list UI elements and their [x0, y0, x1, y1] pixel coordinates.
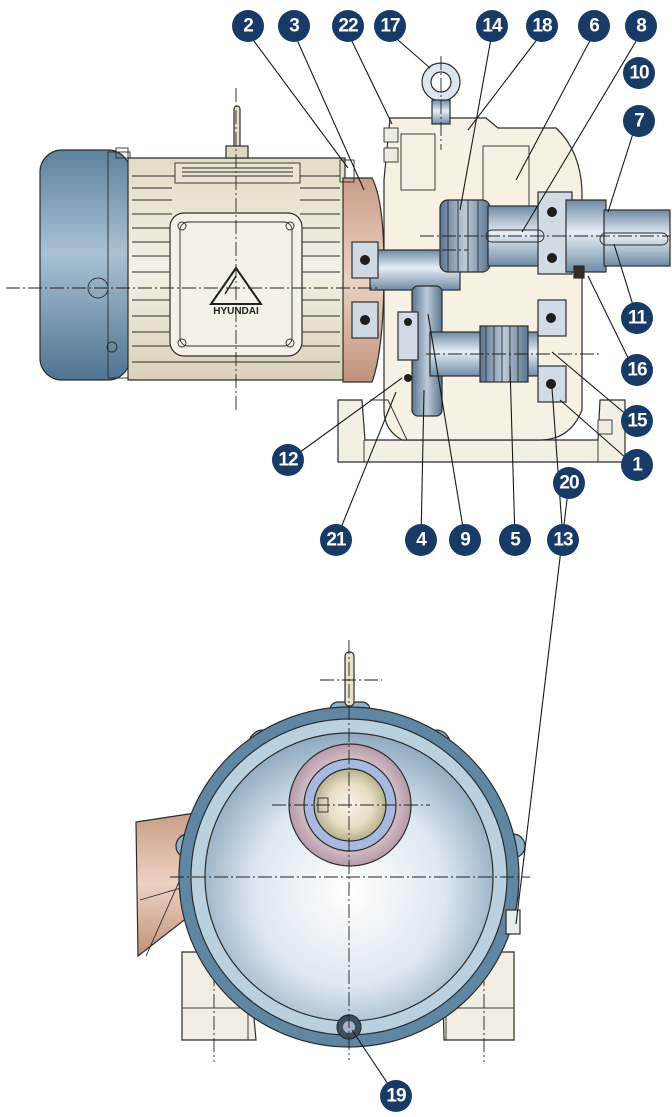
svg-text:12: 12	[278, 450, 298, 471]
callout-5: 5	[499, 524, 531, 556]
drain-plug-icon	[106, 341, 118, 353]
callout-2: 2	[232, 10, 264, 42]
svg-text:5: 5	[510, 530, 521, 551]
callout-19: 19	[380, 1080, 412, 1112]
callout-7: 7	[623, 105, 655, 137]
housing-bolts	[383, 127, 613, 435]
svg-text:22: 22	[338, 16, 358, 37]
callout-20: 20	[553, 467, 585, 499]
svg-text:10: 10	[629, 63, 649, 84]
end-view	[135, 640, 530, 1062]
svg-text:16: 16	[627, 360, 647, 381]
callout-15: 15	[621, 405, 653, 437]
callout-10: 10	[623, 57, 655, 89]
svg-text:4: 4	[416, 530, 427, 551]
callout-9: 9	[449, 524, 481, 556]
callout-18: 18	[526, 10, 558, 42]
svg-text:9: 9	[460, 530, 470, 551]
svg-text:13: 13	[553, 530, 573, 551]
callout-4: 4	[405, 524, 437, 556]
motor-lifting-eye	[225, 105, 249, 159]
callouts: 2 3 22 17 14 18 6 8 10 7 11 16 15 1 12 2…	[232, 10, 657, 1112]
callout-13: 13	[547, 524, 579, 556]
svg-text:1: 1	[632, 455, 643, 476]
svg-text:18: 18	[532, 16, 552, 37]
svg-text:17: 17	[380, 16, 400, 37]
callout-22: 22	[332, 10, 364, 42]
svg-text:21: 21	[326, 530, 347, 551]
callout-12: 12	[272, 444, 304, 476]
fan-cover	[39, 149, 131, 381]
callout-21: 21	[320, 524, 352, 556]
side-view: HYUNDAI	[6, 56, 671, 463]
svg-text:2: 2	[243, 16, 253, 37]
svg-text:20: 20	[559, 473, 579, 494]
svg-text:3: 3	[289, 16, 299, 37]
gear-eye-bolt	[421, 62, 461, 125]
svg-text:11: 11	[628, 308, 648, 329]
oil-seal	[573, 265, 585, 279]
motor-frame: HYUNDAI	[115, 105, 346, 381]
svg-text:14: 14	[482, 16, 503, 37]
svg-text:19: 19	[386, 1086, 406, 1107]
first-stage-gear	[397, 285, 443, 417]
svg-text:15: 15	[627, 411, 648, 432]
air-vent	[505, 909, 521, 935]
gear-unit-foot	[337, 399, 626, 463]
callout-11: 11	[621, 302, 653, 334]
motor-bearings	[351, 241, 379, 339]
callout-3: 3	[278, 10, 310, 42]
svg-text:7: 7	[634, 111, 644, 132]
output-key	[599, 232, 669, 246]
svg-text:6: 6	[589, 16, 599, 37]
callout-6: 6	[578, 10, 610, 42]
svg-text:8: 8	[636, 16, 646, 37]
callout-8: 8	[625, 10, 657, 42]
callout-17: 17	[374, 10, 406, 42]
callout-14: 14	[476, 10, 508, 42]
callout-16: 16	[621, 354, 653, 386]
callout-1: 1	[621, 449, 653, 481]
